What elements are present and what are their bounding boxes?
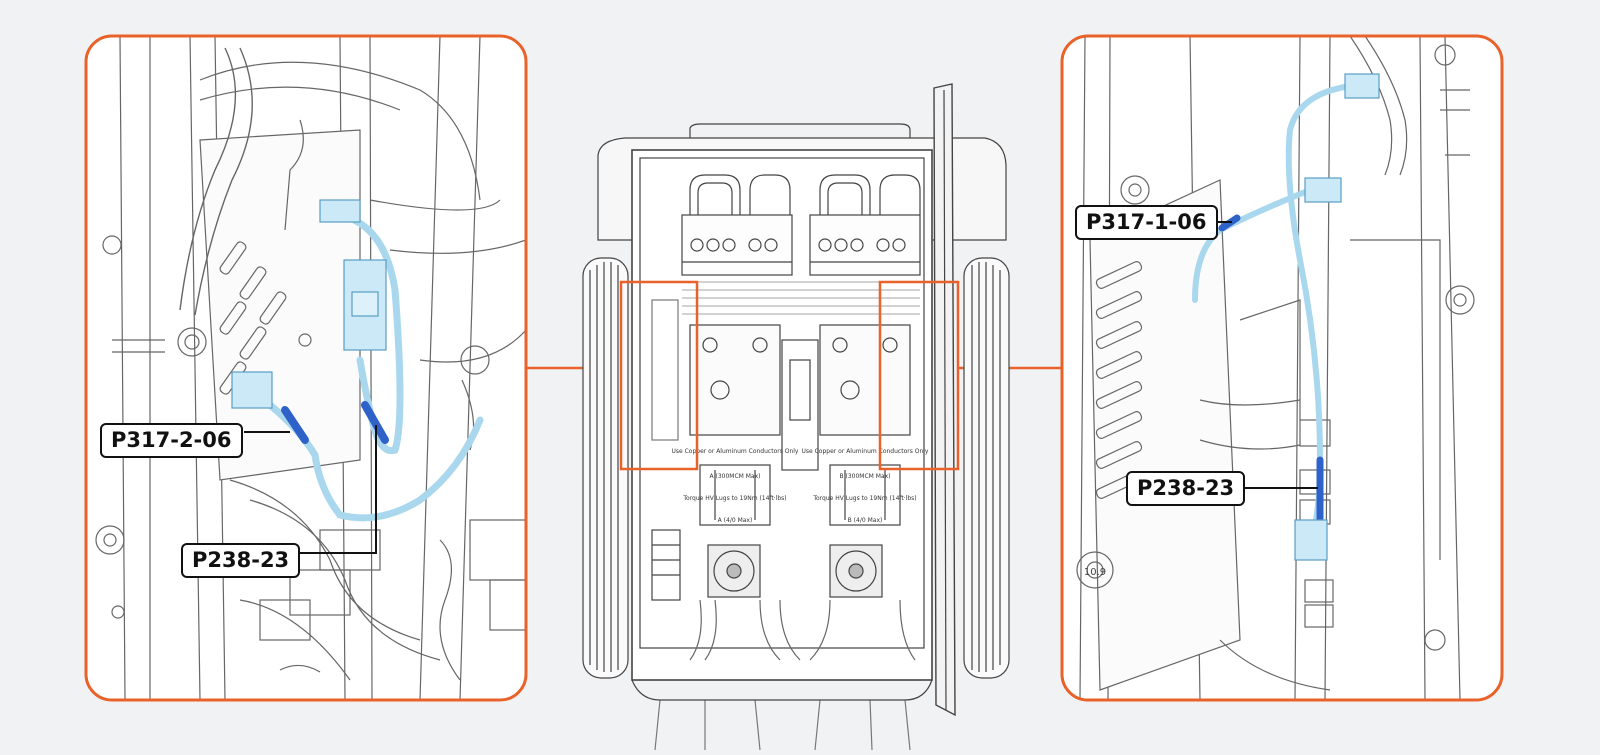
left-heatsink-fins bbox=[582, 257, 629, 679]
callout-p238-23-left: P238-23 bbox=[181, 543, 301, 578]
conductors-label-b: Use Copper or Aluminum Conductors Only bbox=[802, 448, 929, 455]
lug-label-a: A (300MCM Max) bbox=[710, 473, 761, 480]
bolt-grade-mark: 10.9 bbox=[1084, 567, 1106, 578]
left-connectors bbox=[231, 199, 387, 409]
callout-p238-23-right: P238-23 bbox=[1126, 471, 1246, 506]
left-detail-frame bbox=[84, 34, 528, 702]
terminal-blocks bbox=[681, 214, 921, 276]
torque-label-b: Torque HV Lugs to 19Nm (14ft·lbs) bbox=[812, 495, 916, 502]
fuse-assemblies bbox=[689, 324, 911, 471]
small-lug-label-a: A (4/0 Max) bbox=[718, 517, 753, 524]
right-detail-panel: 10.9 bbox=[1062, 36, 1502, 700]
right-highlight-box bbox=[878, 280, 960, 471]
bus-bars bbox=[689, 174, 921, 215]
right-heatsink-fins bbox=[963, 257, 1010, 679]
conductors-label-a: Use Copper or Aluminum Conductors Only bbox=[672, 448, 799, 455]
left-detail-panel bbox=[86, 36, 526, 700]
lug-label-b: B (300MCM Max) bbox=[839, 473, 890, 480]
right-detail-frame bbox=[1060, 34, 1504, 702]
right-connectors bbox=[1294, 73, 1380, 561]
cooling-fans bbox=[707, 544, 883, 598]
small-lug-label-b: B (4/0 Max) bbox=[848, 517, 883, 524]
torque-label-a: Torque HV Lugs to 19Nm (14ft·lbs) bbox=[682, 495, 786, 502]
charger-unit bbox=[582, 83, 1010, 751]
left-blue-cable bbox=[266, 211, 484, 522]
panel-text-labels: Use Copper or Aluminum Conductors Only U… bbox=[672, 448, 929, 524]
callout-p317-2-06: P317-2-06 bbox=[100, 423, 243, 458]
left-highlight-box bbox=[619, 280, 699, 471]
lower-lugs bbox=[699, 464, 901, 526]
callout-p317-1-06: P317-1-06 bbox=[1075, 205, 1218, 240]
left-leader-lines bbox=[244, 425, 377, 554]
